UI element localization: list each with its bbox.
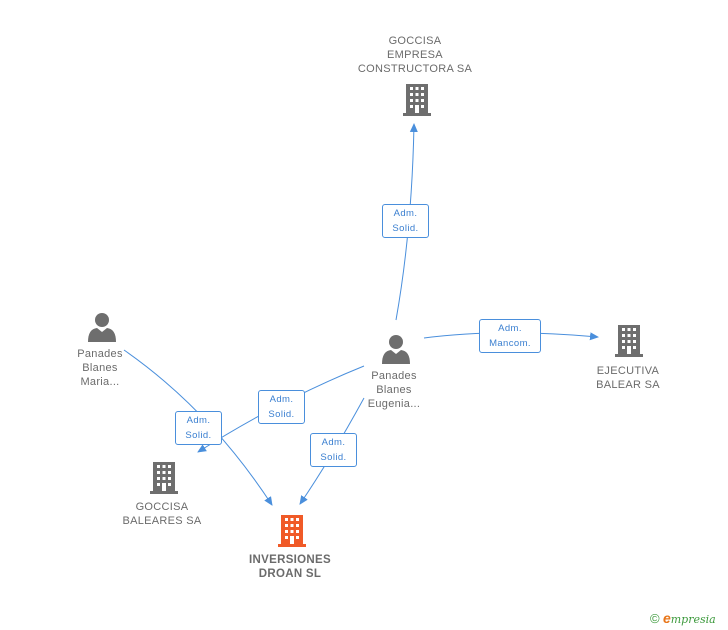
node-label-panades-maria[interactable]: Panades Blanes Maria...	[52, 347, 148, 389]
edge-label-line: Adm.	[186, 415, 211, 426]
label-line: EJECUTIVA	[596, 365, 660, 377]
label-line: Eugenia...	[367, 398, 421, 410]
node-label-goccisa-baleares[interactable]: GOCCISA BALEARES SA	[112, 500, 212, 528]
label-line: Blanes	[376, 384, 412, 396]
edge-label-line: Adm.	[498, 323, 522, 334]
edge-label-adm-mancom[interactable]: Adm. Mancom.	[479, 319, 541, 353]
empresia-logo: © empresia	[650, 610, 716, 626]
edge-label-line: Adm.	[393, 208, 418, 219]
node-label-panades-eugenia[interactable]: Panades Blanes Eugenia...	[346, 369, 442, 411]
logo-text: mpresia	[670, 613, 716, 626]
label-line: Maria...	[80, 376, 120, 388]
label-line: BALEARES SA	[122, 515, 202, 527]
edge-label-line: Adm.	[321, 437, 346, 448]
label-line: GOCCISA	[388, 35, 442, 47]
building-icon-focus[interactable]	[278, 515, 306, 547]
label-line: DROAN SL	[258, 568, 322, 580]
copyright-symbol: ©	[650, 611, 660, 626]
label-line: INVERSIONES	[249, 554, 331, 566]
person-icon[interactable]	[382, 335, 410, 364]
label-line: GOCCISA	[135, 501, 189, 513]
label-line: Panades	[371, 370, 417, 382]
person-icon[interactable]	[88, 313, 116, 342]
edge-label-line: Adm.	[269, 394, 294, 405]
logo-e: e	[662, 610, 671, 626]
edge-label-line: Solid.	[392, 223, 419, 234]
building-icon[interactable]	[403, 84, 431, 116]
edge-label-adm-solid[interactable]: Adm. Solid.	[310, 433, 357, 467]
label-line: CONSTRUCTORA SA	[357, 63, 473, 75]
node-label-ejecutiva-balear[interactable]: EJECUTIVA BALEAR SA	[578, 364, 678, 392]
label-line: BALEAR SA	[596, 379, 660, 391]
node-label-inversiones-droan[interactable]: INVERSIONES DROAN SL	[234, 553, 346, 581]
node-label-goccisa-constructora[interactable]: GOCCISA EMPRESA CONSTRUCTORA SA	[345, 34, 485, 76]
edge-label-adm-solid[interactable]: Adm. Solid.	[382, 204, 429, 238]
label-line: EMPRESA	[387, 49, 443, 61]
edge-label-adm-solid[interactable]: Adm. Solid.	[258, 390, 305, 424]
edge-label-adm-solid[interactable]: Adm. Solid.	[175, 411, 222, 445]
edge-label-line: Solid.	[185, 430, 212, 441]
building-icon[interactable]	[150, 462, 178, 494]
edge-label-line: Mancom.	[489, 338, 531, 349]
label-line: Blanes	[82, 362, 118, 374]
building-icon[interactable]	[615, 325, 643, 357]
edge-label-line: Solid.	[320, 452, 347, 463]
edge-label-line: Solid.	[268, 409, 295, 420]
label-line: Panades	[77, 348, 123, 360]
